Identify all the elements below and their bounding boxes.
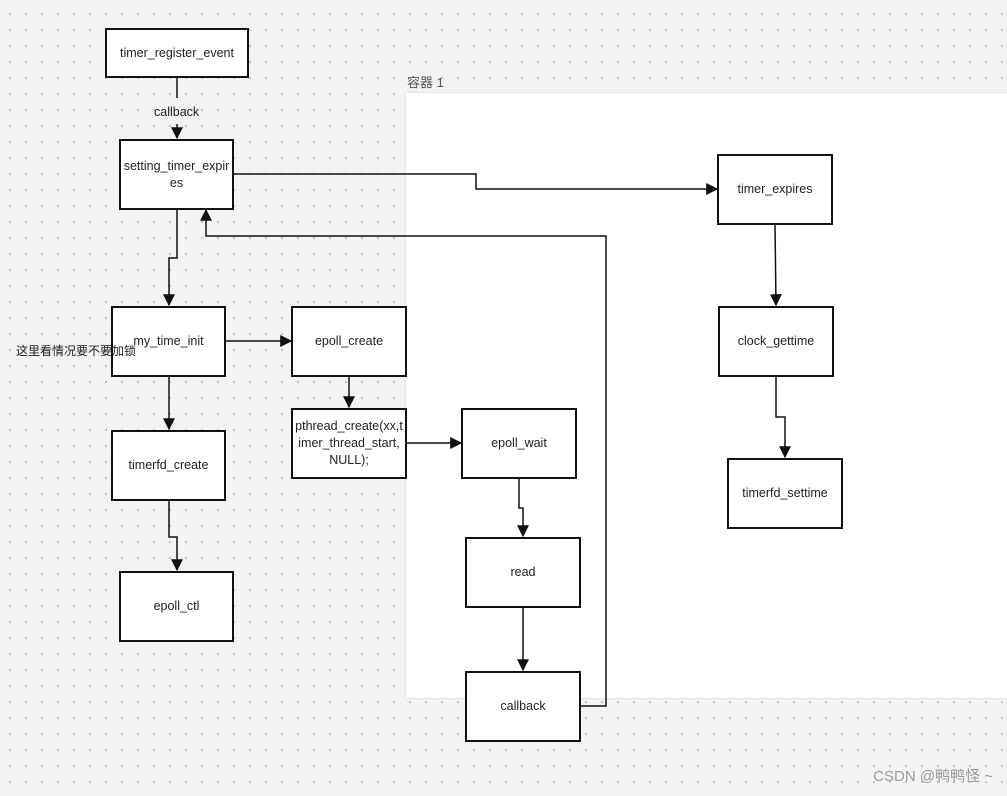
edge-timerfd-to-epoll-ctl	[168, 501, 183, 572]
node-my-time-init[interactable]: my_time_init	[111, 306, 226, 377]
node-pthread-create[interactable]: pthread_create(xx,timer_thread_start, NU…	[291, 408, 407, 479]
edge-callback-to-setting	[200, 208, 607, 707]
node-epoll-create[interactable]: epoll_create	[291, 306, 407, 377]
node-epoll-wait[interactable]: epoll_wait	[461, 408, 577, 479]
edge-timer-expires-to-clock	[769, 224, 782, 307]
edge-clock-to-settime	[775, 377, 791, 459]
edge-setting-to-my-time-init	[163, 210, 178, 307]
container-1-label: 容器 1	[407, 75, 444, 90]
node-read[interactable]: read	[465, 537, 581, 608]
node-timerfd-settime[interactable]: timerfd_settime	[727, 458, 843, 529]
edge-label-callback: callback	[154, 105, 200, 119]
node-timer-expires[interactable]: timer_expires	[717, 154, 833, 225]
node-epoll-ctl[interactable]: epoll_ctl	[119, 571, 234, 642]
edge-epoll-wait-to-read	[517, 479, 529, 538]
watermark: CSDN @鸭鸭怪 ~	[873, 768, 993, 785]
node-setting-timer-expires[interactable]: setting_timer_expires	[119, 139, 234, 210]
node-timer-register-event[interactable]: timer_register_event	[105, 28, 249, 78]
node-timerfd-create[interactable]: timerfd_create	[111, 430, 226, 501]
note-lock: 这里看情况要不要加锁	[16, 344, 137, 358]
node-callback[interactable]: callback	[465, 671, 581, 742]
node-clock-gettime[interactable]: clock_gettime	[718, 306, 834, 377]
edge-setting-to-timer-expires	[234, 173, 719, 195]
